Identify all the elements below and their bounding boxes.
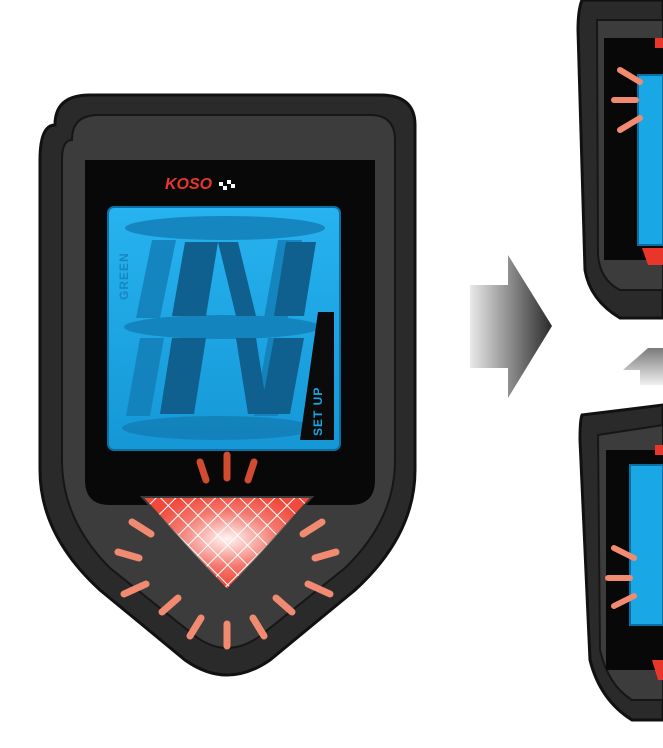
gear-value: N — [0, 0, 1, 1]
right-arrow-icon — [470, 255, 552, 398]
lcd-side-label-right: SET UP — [311, 387, 325, 436]
lcd-side-label-left: GREEN — [117, 252, 131, 300]
gauge-preview-top — [578, 0, 663, 318]
brand-logo: KOSO — [165, 176, 213, 193]
main-gauge: KOSO N GREEN — [0, 0, 415, 675]
gauge-preview-bottom — [580, 405, 663, 720]
up-arrow-icon — [623, 348, 663, 385]
